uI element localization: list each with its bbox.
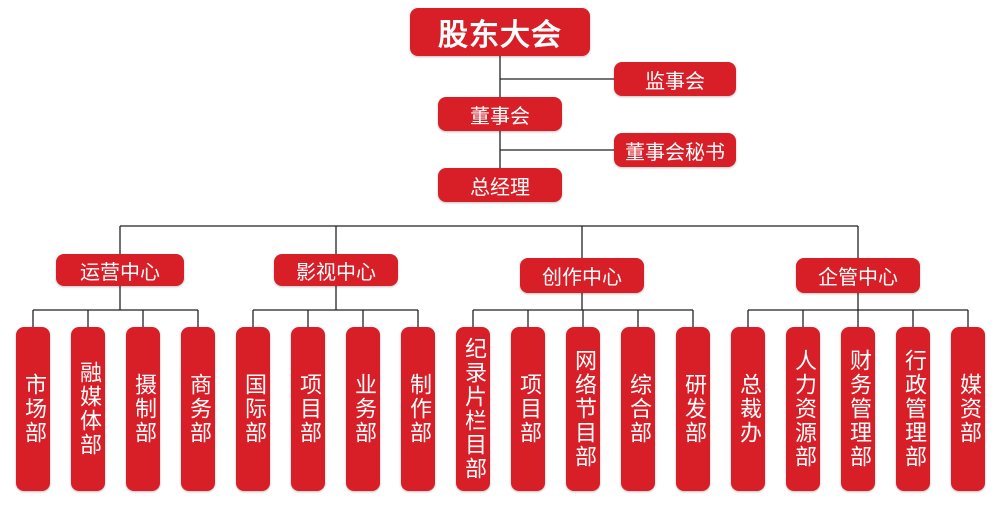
dept-box: 制作部 [401,327,435,491]
dept-label: 项目部 [516,373,541,445]
dept-box: 摄制部 [126,327,160,491]
dept-box: 国际部 [236,327,270,491]
node-label: 董事会秘书 [625,139,725,164]
center-label: 企管中心 [818,265,898,289]
node-label: 总经理 [470,174,530,199]
node-label: 董事会 [470,103,530,128]
dept-box: 财务管理部 [841,327,875,491]
center-film-tv: 影视中心 [274,254,398,286]
dept-box: 总裁办 [731,327,765,491]
dept-label: 财务管理部 [846,349,871,469]
dept-box: 纪录片栏目部 [456,327,490,491]
node-supervisory-board: 监事会 [614,62,736,96]
dept-box: 项目部 [511,327,545,491]
dept-box: 人力资源部 [786,327,820,491]
dept-label: 国际部 [241,373,266,445]
center-operations: 运营中心 [56,254,184,286]
dept-label: 融媒体部 [76,361,101,457]
dept-label: 人力资源部 [791,349,816,469]
node-label: 股东大会 [438,18,562,53]
center-label: 创作中心 [542,265,622,289]
dept-box: 行政管理部 [896,327,930,491]
dept-label: 项目部 [296,373,321,445]
center-label: 运营中心 [80,259,160,284]
node-label: 监事会 [645,68,705,93]
center-label: 影视中心 [296,259,376,284]
dept-label: 综合部 [626,373,651,445]
dept-box: 综合部 [621,327,655,491]
center-creation: 创作中心 [520,258,644,293]
dept-box: 项目部 [291,327,325,491]
dept-label: 总裁办 [736,373,761,445]
dept-label: 市场部 [21,373,46,445]
dept-box: 融媒体部 [71,327,105,491]
dept-label: 行政管理部 [901,349,926,469]
dept-box: 网络节目部 [566,327,600,491]
dept-box: 市场部 [16,327,50,491]
node-shareholders-meeting: 股东大会 [410,8,590,56]
dept-label: 媒资部 [956,373,981,445]
node-board-of-directors: 董事会 [438,97,562,131]
dept-box: 媒资部 [951,327,985,491]
node-general-manager: 总经理 [438,168,562,202]
dept-box: 研发部 [676,327,710,491]
center-management: 企管中心 [796,258,920,293]
dept-label: 研发部 [681,373,706,445]
dept-label: 制作部 [406,373,431,445]
dept-box: 业务部 [346,327,380,491]
dept-box: 商务部 [181,327,215,491]
dept-label: 商务部 [186,373,211,445]
dept-label: 摄制部 [131,373,156,445]
node-board-secretary: 董事会秘书 [614,133,736,167]
dept-label: 业务部 [351,373,376,445]
dept-label: 网络节目部 [571,349,596,469]
dept-label: 纪录片栏目部 [461,337,486,481]
